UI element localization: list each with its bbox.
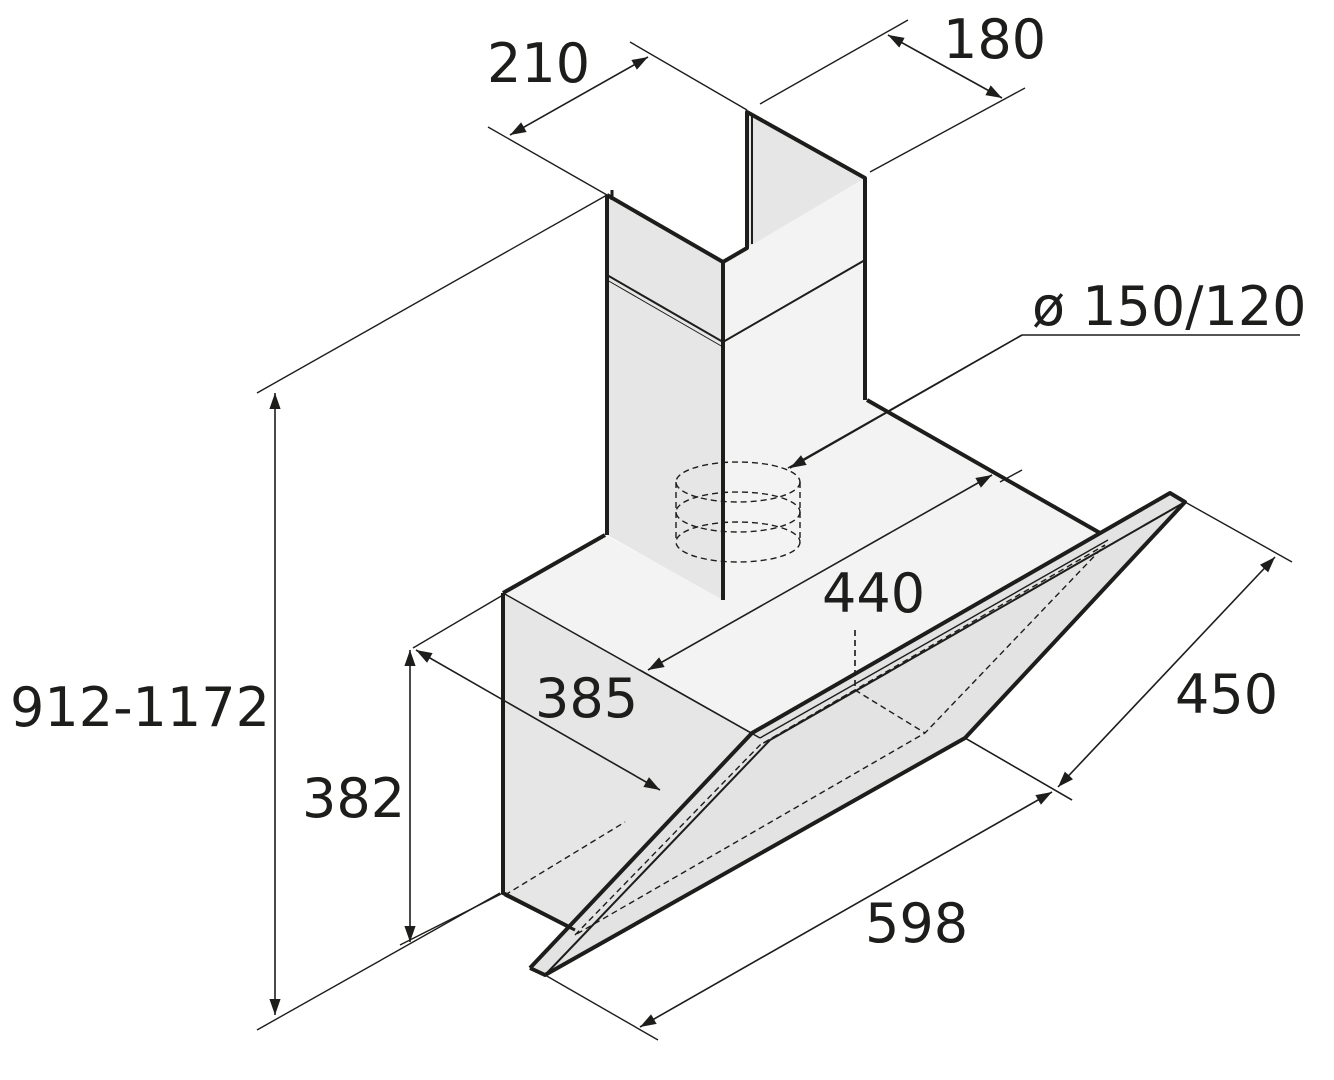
outlet-diameter-label: ø 150/120 [1032, 275, 1307, 338]
total-height-label: 912-1172 [10, 676, 270, 739]
dimension-lines [269, 34, 1276, 1028]
body-top-depth-label: 440 [822, 562, 925, 625]
glass-depth-label: 450 [1175, 663, 1278, 726]
chimney-depth-label: 180 [943, 8, 1046, 71]
total-width-label: 598 [865, 892, 968, 955]
body-height-label: 382 [302, 767, 405, 830]
chimney [605, 110, 867, 600]
body-side-depth-label: 385 [535, 667, 638, 730]
chimney-width-label: 210 [487, 32, 590, 95]
